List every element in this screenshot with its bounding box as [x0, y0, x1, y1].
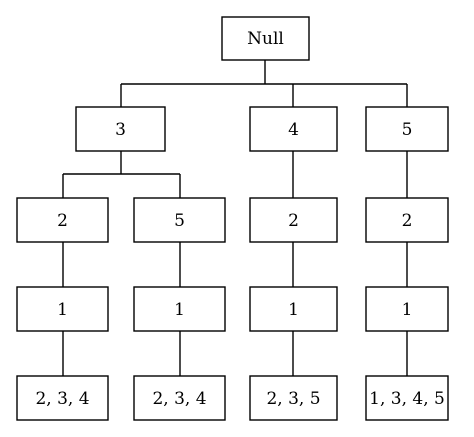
node-level1-3-label: 3	[115, 120, 126, 140]
node-level2-2a-box	[16, 197, 109, 243]
node-level3-1d-box	[365, 286, 449, 332]
node-leaf-b-box	[133, 375, 226, 421]
node-leaf-b-label: 2, 3, 4	[152, 389, 206, 409]
node-leaf-d: 1, 3, 4, 5	[365, 375, 449, 421]
node-level2-5b: 5	[133, 197, 226, 243]
node-level1-4-label: 4	[288, 120, 299, 140]
node-leaf-c: 2, 3, 5	[249, 375, 338, 421]
node-level1-4: 4	[249, 106, 338, 152]
node-level2-2a: 2	[16, 197, 109, 243]
node-level1-3: 3	[75, 106, 166, 152]
node-leaf-c-box	[249, 375, 338, 421]
node-level3-1b: 1	[133, 286, 226, 332]
node-leaf-d-label: 1, 3, 4, 5	[369, 389, 445, 409]
node-leaf-a: 2, 3, 4	[16, 375, 109, 421]
node-level3-1b-label: 1	[174, 300, 185, 320]
node-level3-1b-box	[133, 286, 226, 332]
node-level1-4-box	[249, 106, 338, 152]
node-level2-5b-label: 5	[174, 211, 185, 231]
node-level2-2a-label: 2	[57, 211, 68, 231]
node-level1-5-label: 5	[402, 120, 413, 140]
node-level2-2d: 2	[365, 197, 449, 243]
node-level3-1a-label: 1	[57, 300, 68, 320]
node-leaf-c-label: 2, 3, 5	[266, 389, 320, 409]
node-root: Null	[221, 16, 310, 61]
node-level3-1c-label: 1	[288, 300, 299, 320]
node-root-box	[221, 16, 310, 61]
node-level3-1a: 1	[16, 286, 109, 332]
node-level1-5-box	[365, 106, 449, 152]
node-root-label: Null	[247, 29, 284, 49]
node-level3-1a-box	[16, 286, 109, 332]
node-level2-2d-box	[365, 197, 449, 243]
node-level2-5b-box	[133, 197, 226, 243]
node-level2-2c-box	[249, 197, 338, 243]
node-level1-3-box	[75, 106, 166, 152]
node-leaf-a-label: 2, 3, 4	[35, 389, 89, 409]
node-leaf-d-box	[365, 375, 449, 421]
node-level3-1c-box	[249, 286, 338, 332]
node-level2-2d-label: 2	[402, 211, 413, 231]
node-level3-1d-label: 1	[402, 300, 413, 320]
node-level1-5: 5	[365, 106, 449, 152]
node-level3-1d: 1	[365, 286, 449, 332]
node-leaf-b: 2, 3, 4	[133, 375, 226, 421]
node-level2-2c: 2	[249, 197, 338, 243]
node-leaf-a-box	[16, 375, 109, 421]
tree-edges	[62, 60, 408, 376]
node-level2-2c-label: 2	[288, 211, 299, 231]
node-level3-1c: 1	[249, 286, 338, 332]
